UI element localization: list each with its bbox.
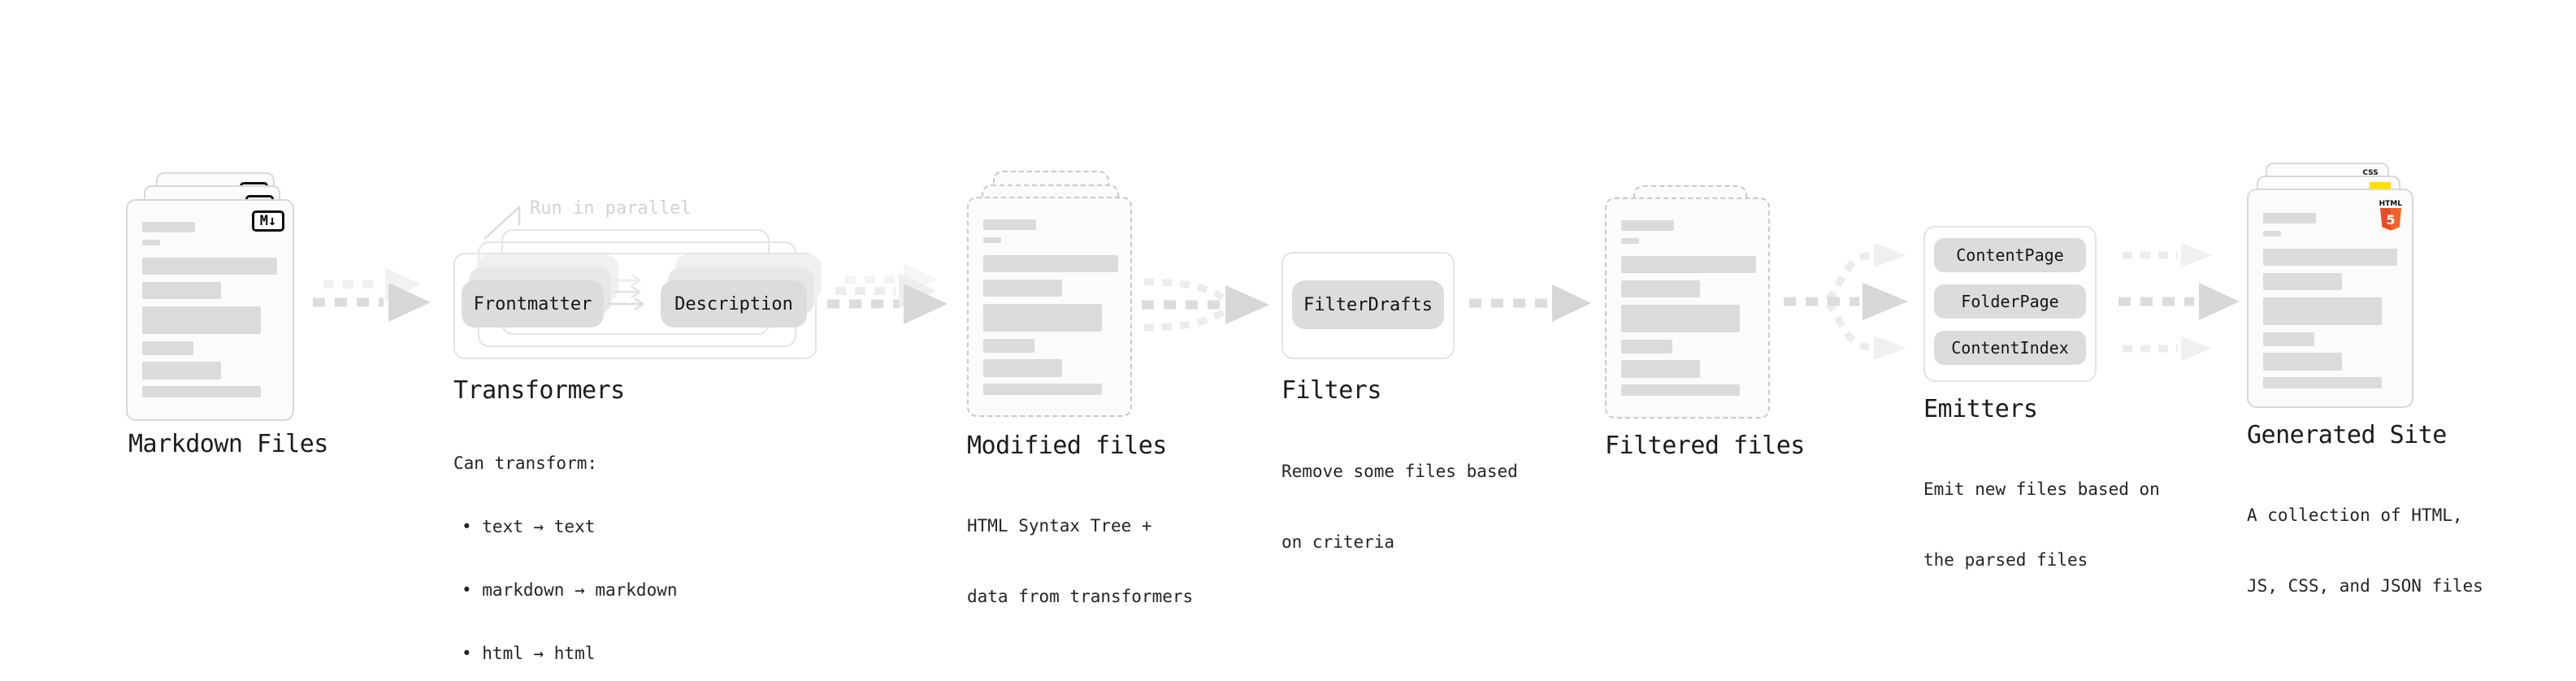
- arrow-markdown-to-transformers: [313, 267, 431, 322]
- filters-frame: [1281, 252, 1455, 359]
- desc-bullet: • markdown → markdown: [462, 580, 678, 600]
- run-in-parallel-note: Run in parallel: [530, 198, 692, 219]
- filtered-files-label: Filtered files: [1605, 432, 1805, 460]
- arrow-filters-to-filtered: [1469, 284, 1591, 322]
- frontmatter-node: Frontmatter: [462, 280, 604, 327]
- placeholder-bar: [1621, 305, 1740, 332]
- placeholder-bar: [142, 222, 195, 232]
- placeholder-bar: [983, 237, 1001, 243]
- placeholder-bar: [1621, 384, 1740, 396]
- transformers-heading: Transformers: [453, 376, 625, 405]
- emitters-description: Emit new files based on the parsed files: [1923, 431, 2160, 619]
- filters-heading: Filters: [1281, 376, 1381, 405]
- arrow-filtered-to-emitters: [1784, 243, 1908, 360]
- placeholder-bar: [2263, 377, 2382, 388]
- arrow-transformers-to-modified: [827, 263, 948, 324]
- arrow-modified-to-filters: [1142, 278, 1269, 332]
- markdown-file-card-front: M↓: [126, 199, 294, 421]
- placeholder-bar: [2263, 273, 2342, 290]
- generated-site-label: Generated Site: [2247, 421, 2447, 449]
- emitters-heading: Emitters: [1923, 395, 2038, 423]
- placeholder-bar: [2263, 213, 2316, 223]
- placeholder-bar: [1621, 220, 1674, 231]
- placeholder-bar: [142, 258, 277, 275]
- placeholder-bar: [983, 304, 1102, 332]
- desc-line: HTML Syntax Tree +: [967, 516, 1152, 536]
- filtered-file-card-front: [1605, 197, 1770, 419]
- placeholder-bar: [142, 386, 261, 397]
- placeholder-bar: [2263, 353, 2342, 371]
- placeholder-bar: [1621, 238, 1639, 244]
- desc-line: Emit new files based on: [1923, 479, 2160, 499]
- placeholder-bar: [983, 359, 1062, 377]
- placeholder-bar: [142, 240, 160, 245]
- placeholder-bar: [142, 282, 221, 299]
- placeholder-bar: [2263, 249, 2397, 266]
- emitters-frame: [1923, 226, 2097, 382]
- desc-bullet: • text → text: [462, 517, 596, 536]
- modified-file-card-front: [967, 197, 1132, 417]
- folderpage-node: FolderPage: [1934, 284, 2086, 319]
- placeholder-bar: [983, 255, 1118, 272]
- transformers-description: Can transform: • text → text • markdown …: [453, 410, 678, 681]
- html5-shield: 5: [2379, 208, 2401, 231]
- desc-line: on criteria: [1281, 532, 1395, 552]
- site-card-html: HTML 5: [2247, 189, 2413, 408]
- filters-description: Remove some files based on criteria: [1281, 413, 1518, 601]
- desc-bullet: • html → html: [462, 644, 596, 663]
- placeholder-bar: [2263, 297, 2382, 325]
- placeholder-bar: [142, 362, 221, 380]
- desc-line: A collection of HTML,: [2247, 505, 2463, 525]
- desc-line: JS, CSS, and JSON files: [2247, 576, 2483, 596]
- contentpage-node: ContentPage: [1934, 238, 2086, 272]
- placeholder-bar: [983, 280, 1062, 297]
- placeholder-bar: [983, 384, 1102, 395]
- placeholder-bar: [1621, 280, 1700, 297]
- desc-line: the parsed files: [1923, 550, 2088, 570]
- markdown-files-label: Markdown Files: [128, 430, 328, 458]
- placeholder-bar: [2263, 332, 2314, 346]
- placeholder-bar: [983, 219, 1036, 230]
- contentindex-node: ContentIndex: [1934, 331, 2086, 365]
- markdown-icon: M↓: [252, 210, 284, 232]
- placeholder-bar: [1621, 256, 1756, 273]
- generated-site-description: A collection of HTML, JS, CSS, and JSON …: [2247, 457, 2483, 645]
- filterdrafts-node: FilterDrafts: [1292, 280, 1444, 329]
- modified-files-label: Modified files: [967, 432, 1167, 460]
- svg-text:5: 5: [2386, 212, 2395, 228]
- placeholder-bar: [1621, 340, 1672, 354]
- modified-files-description: HTML Syntax Tree + data from transformer…: [967, 467, 1193, 656]
- transformers-frame-front: [453, 253, 817, 359]
- placeholder-bar: [2263, 231, 2281, 236]
- placeholder-bar: [142, 306, 261, 334]
- desc-line: data from transformers: [967, 587, 1194, 606]
- placeholder-bar: [1621, 360, 1700, 378]
- description-node: Description: [661, 280, 807, 327]
- placeholder-bar: [983, 339, 1034, 353]
- html5-icon: HTML 5: [2379, 200, 2402, 231]
- placeholder-bar: [142, 341, 193, 355]
- arrow-emitters-to-site: [2118, 243, 2240, 361]
- desc-line: Remove some files based: [1281, 462, 1518, 481]
- desc-line: Can transform:: [453, 453, 598, 473]
